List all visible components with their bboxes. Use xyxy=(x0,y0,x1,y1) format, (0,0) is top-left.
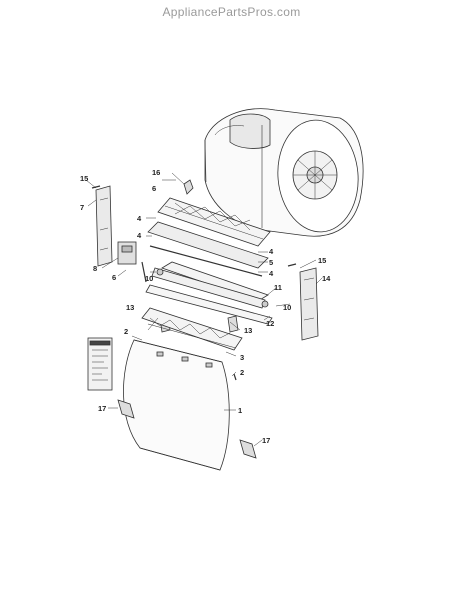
callout-12: 12 xyxy=(266,319,274,328)
warning-label-card xyxy=(87,337,113,391)
leader-lines xyxy=(85,179,323,447)
callout-14: 14 xyxy=(322,274,331,283)
callout-4-c: 4 xyxy=(269,247,274,256)
callout-15-left: 15 xyxy=(80,174,88,183)
callout-4-d: 4 xyxy=(269,269,274,278)
callout-10-left: 10 xyxy=(145,274,153,283)
drum-housing xyxy=(204,108,364,237)
callout-4-b: 4 xyxy=(137,231,142,240)
callout-11: 11 xyxy=(274,283,282,292)
callout-6-top: 6 xyxy=(152,184,156,193)
callout-6-bottom: 6 xyxy=(112,273,116,282)
part-16-clip xyxy=(171,172,194,195)
callout-15-right: 15 xyxy=(318,256,326,265)
upper-grille-assembly xyxy=(147,197,271,302)
callout-4-a: 4 xyxy=(137,214,142,223)
right-side-bracket xyxy=(287,263,319,341)
callout-17-right: 17 xyxy=(262,436,270,445)
callout-13-left: 13 xyxy=(126,303,134,312)
callout-16: 16 xyxy=(152,168,160,177)
mount-bracket-11 xyxy=(145,267,273,325)
feet-17 xyxy=(117,399,257,459)
callout-3: 3 xyxy=(240,353,244,362)
front-curved-panel-1 xyxy=(123,339,237,471)
callout-5: 5 xyxy=(269,258,273,267)
callout-7: 7 xyxy=(80,203,84,212)
control-module-8 xyxy=(117,241,147,283)
callout-2-top: 2 xyxy=(124,327,128,336)
callout-10-right: 10 xyxy=(283,303,291,312)
callout-8: 8 xyxy=(93,264,97,273)
callout-1: 1 xyxy=(238,406,242,415)
left-side-bracket xyxy=(91,185,113,267)
front-grille-3 xyxy=(141,307,243,351)
callout-2-right: 2 xyxy=(240,368,244,377)
callout-17-left: 17 xyxy=(98,404,106,413)
callout-13-right: 13 xyxy=(244,326,252,335)
site-watermark-title: AppliancePartsPros.com xyxy=(162,5,301,19)
